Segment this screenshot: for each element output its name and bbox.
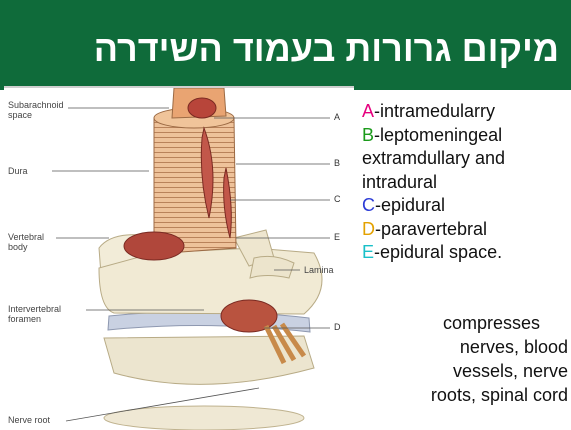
- legend-key-d: D: [362, 219, 375, 239]
- lesion-e: [124, 232, 184, 260]
- legend-text-e: -epidural space.: [374, 242, 502, 262]
- legend-note-3: vessels, nerve: [453, 360, 568, 384]
- marker-b: B: [334, 158, 340, 168]
- label-dura: Dura: [8, 166, 28, 176]
- label-subarachnoid-space: Subarachnoid space: [8, 100, 64, 120]
- legend-note-1: compresses: [443, 312, 540, 336]
- legend-text-a: -intramedularry: [374, 101, 495, 121]
- legend-key-b: B: [362, 125, 374, 145]
- legend-item-e: E-epidural space.: [362, 241, 570, 265]
- marker-e: E: [334, 232, 340, 242]
- slide-title: מיקום גרורות בעמוד השידרה: [94, 28, 559, 70]
- label-nerve-root: Nerve root: [8, 415, 50, 425]
- legend-text-b: -leptomeningeal: [374, 125, 502, 145]
- label-lamina: Lamina: [304, 265, 334, 275]
- marker-c: C: [334, 194, 341, 204]
- marker-d: D: [334, 322, 341, 332]
- legend-item-c: C-epidural: [362, 194, 570, 218]
- legend: A-intramedularry B-leptomeningeal extram…: [362, 100, 570, 265]
- legend-item-d: D-paravertebral: [362, 218, 570, 242]
- label-vertebral-body: Vertebral body: [8, 232, 44, 252]
- label-intervertebral-foramen: Intervertebral foramen: [8, 304, 61, 324]
- marker-a: A: [334, 112, 340, 122]
- legend-item-b: B-leptomeningeal: [362, 124, 570, 148]
- intervertebral-disc: [108, 311, 310, 332]
- lesion-a: [188, 98, 216, 118]
- spine-diagram: Subarachnoid space Dura Vertebral body I…: [4, 86, 354, 430]
- legend-text-b-cont2: intradural: [362, 171, 570, 195]
- legend-key-e: E: [362, 242, 374, 262]
- spine-illustration: [4, 88, 354, 430]
- legend-key-c: C: [362, 195, 375, 215]
- legend-note-2: nerves, blood: [460, 336, 568, 360]
- legend-note-4: roots, spinal cord: [431, 384, 568, 408]
- legend-text-b-cont1: extramdullary and: [362, 147, 570, 171]
- legend-text-d: -paravertebral: [375, 219, 487, 239]
- legend-text-c: -epidural: [375, 195, 445, 215]
- title-bar: מיקום גרורות בעמוד השידרה: [0, 0, 571, 90]
- legend-item-a: A-intramedularry: [362, 100, 570, 124]
- lamina: [250, 256, 294, 278]
- legend-key-a: A: [362, 101, 374, 121]
